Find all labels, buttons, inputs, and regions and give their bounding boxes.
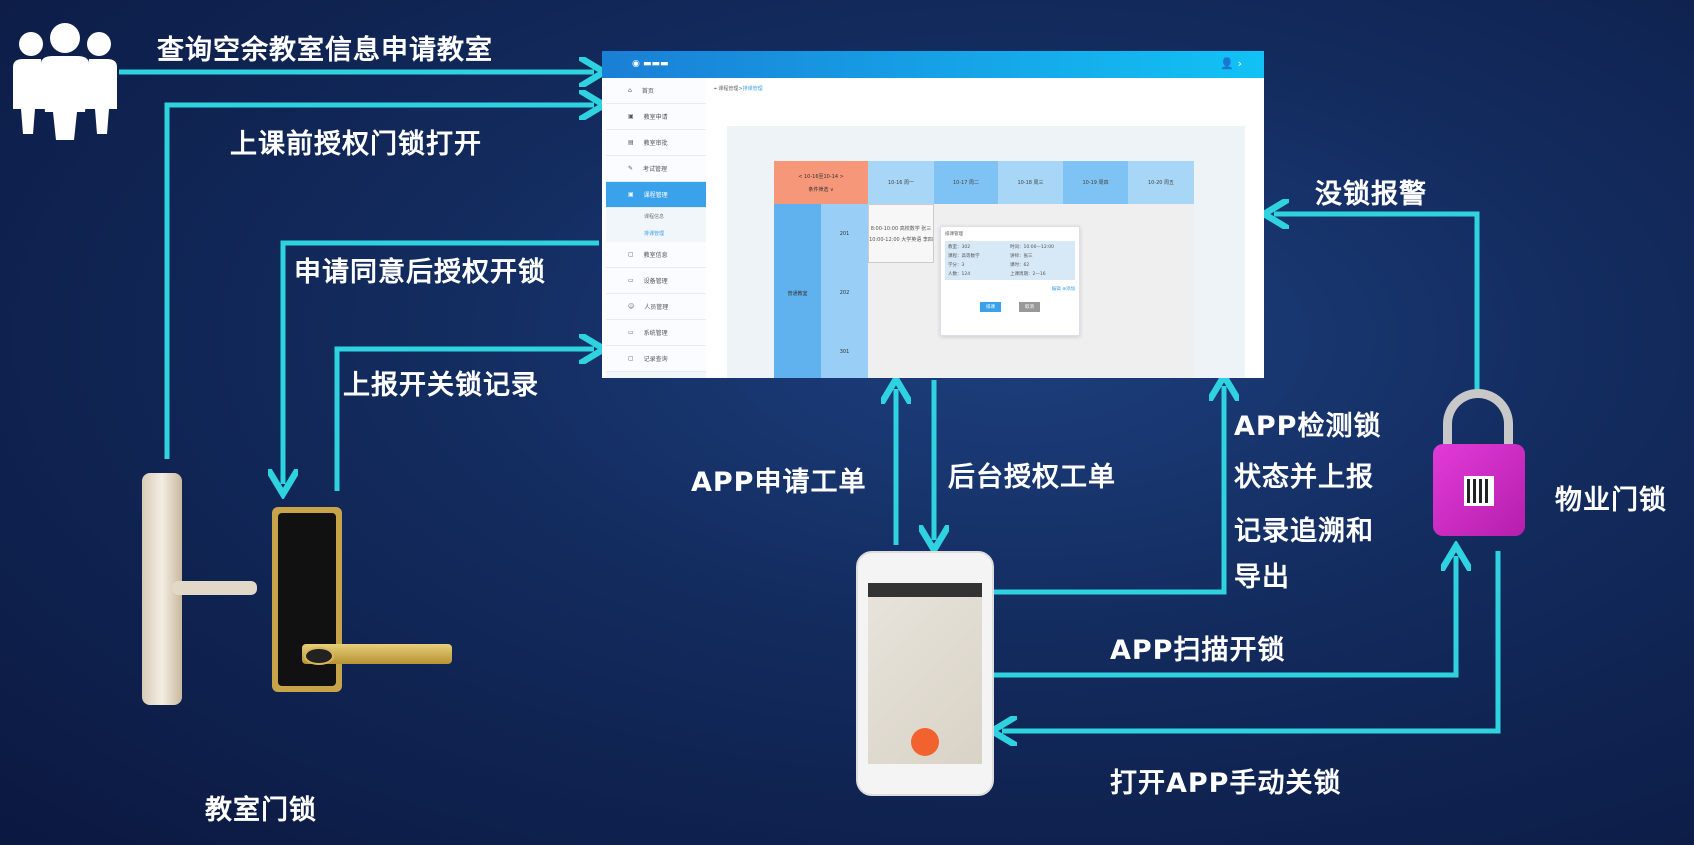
label-property-lock: 物业门锁 bbox=[1555, 485, 1667, 516]
day-header: 10-18 周三 bbox=[998, 161, 1063, 204]
sidebar-item-course: ▣课程管理 bbox=[606, 182, 706, 208]
exam-icon: ✎ bbox=[628, 165, 634, 172]
arrow-manual-close bbox=[1002, 551, 1501, 731]
doc-icon: ▤ bbox=[628, 139, 634, 146]
sidebar-item-apply: ▣教室申请 bbox=[606, 104, 706, 130]
sidebar-item-approve: ▤教室审批 bbox=[606, 130, 706, 156]
week-range-header: < 10-16至10-14 >条件筛选 ∨ bbox=[774, 161, 868, 204]
breadcrumb: ⌖ 课程管理>排课管理 bbox=[714, 86, 763, 92]
university-logo: ◉ ▬▬▬ bbox=[632, 59, 669, 69]
sidebar-item-room-info: ▢教室信息 bbox=[606, 242, 706, 268]
record-icon: ▢ bbox=[628, 355, 634, 362]
arrow-report bbox=[334, 349, 594, 491]
arrow-detect bbox=[994, 386, 1224, 595]
go-button bbox=[911, 728, 939, 756]
cancel-button: 取消 bbox=[1019, 302, 1040, 312]
day-header: 10-17 周二 bbox=[934, 161, 998, 204]
label-classroom-lock: 教室门锁 bbox=[205, 795, 317, 826]
qr-code-icon bbox=[1464, 476, 1494, 506]
label-backend: 后台授权工单 bbox=[948, 462, 1116, 493]
classroom-lock-silver bbox=[142, 473, 257, 705]
sidebar-item-people: ☺人员管理 bbox=[606, 294, 706, 320]
sidebar-item-device: ▭设备管理 bbox=[606, 268, 706, 294]
course-icon: ▣ bbox=[628, 191, 634, 198]
day-header: 10-20 周五 bbox=[1128, 161, 1194, 204]
label-detect-1: APP检测锁 bbox=[1234, 411, 1382, 442]
sidebar-sub-schedule: 排课管理 bbox=[644, 231, 665, 237]
home-icon: ⌂ bbox=[628, 87, 632, 94]
arrow-pre-class bbox=[164, 105, 594, 459]
edit-link: 编辑 bbox=[1051, 287, 1061, 292]
sidebar-item-home: ⌂首页 bbox=[606, 78, 706, 104]
room-number: 301 bbox=[821, 322, 868, 378]
label-report: 上报开关锁记录 bbox=[343, 370, 539, 401]
day-header: 10-19 周四 bbox=[1063, 161, 1128, 204]
label-scan: APP扫描开锁 bbox=[1110, 635, 1286, 666]
person-icon: ☺ bbox=[628, 303, 635, 310]
sidebar-sub-course-info: 课程信息 bbox=[644, 214, 665, 220]
clipboard-icon: ▢ bbox=[628, 251, 634, 258]
arrow-approve bbox=[283, 240, 599, 484]
sidebar-item-system: ▭系统管理 bbox=[606, 320, 706, 346]
map-screen bbox=[868, 583, 982, 764]
label-approve: 申请同意后授权开锁 bbox=[294, 257, 546, 288]
label-pre-class: 上课前授权门锁打开 bbox=[230, 129, 482, 160]
label-detect-4: 导出 bbox=[1234, 562, 1290, 593]
label-detect-2: 状态并上报 bbox=[1234, 462, 1374, 493]
add-link: 添加 bbox=[1066, 287, 1075, 292]
schedule-button: 排课 bbox=[980, 302, 1001, 312]
admin-screenshot: ◉ ▬▬▬ 👤 › ⌂首页 ▣教室申请 ▤教室审批 ✎考试管理 ▣课程管理 课程… bbox=[602, 51, 1264, 378]
form-icon: ▣ bbox=[628, 113, 634, 120]
device-icon: ▭ bbox=[628, 277, 634, 284]
label-query: 查询空余教室信息申请教室 bbox=[157, 35, 493, 66]
users-icon bbox=[13, 23, 117, 140]
room-type: 普通教室 bbox=[774, 204, 821, 378]
room-number: 202 bbox=[821, 263, 868, 322]
user-icon: 👤 › bbox=[1220, 57, 1242, 70]
arrow-scan bbox=[994, 556, 1456, 678]
day-header: 10-16 周一 bbox=[868, 161, 934, 204]
arrow-alarm bbox=[1274, 214, 1480, 389]
smartphone-app bbox=[856, 551, 994, 796]
room-number: 201 bbox=[821, 204, 868, 263]
label-app-apply: APP申请工单 bbox=[691, 467, 867, 498]
sidebar: ⌂首页 ▣教室申请 ▤教室审批 ✎考试管理 ▣课程管理 课程信息 排课管理 ▢教… bbox=[606, 78, 706, 378]
monitor-icon: ▭ bbox=[628, 329, 634, 336]
classroom-lock-gold bbox=[272, 507, 452, 692]
app-header: ◉ ▬▬▬ 👤 › bbox=[602, 51, 1264, 78]
label-alarm: 没锁报警 bbox=[1315, 179, 1427, 210]
label-detect-3: 记录追溯和 bbox=[1234, 516, 1374, 547]
sidebar-item-exam: ✎考试管理 bbox=[606, 156, 706, 182]
sidebar-item-records: ▢记录查询 bbox=[606, 346, 706, 372]
label-manual-close: 打开APP手动关锁 bbox=[1110, 768, 1342, 799]
